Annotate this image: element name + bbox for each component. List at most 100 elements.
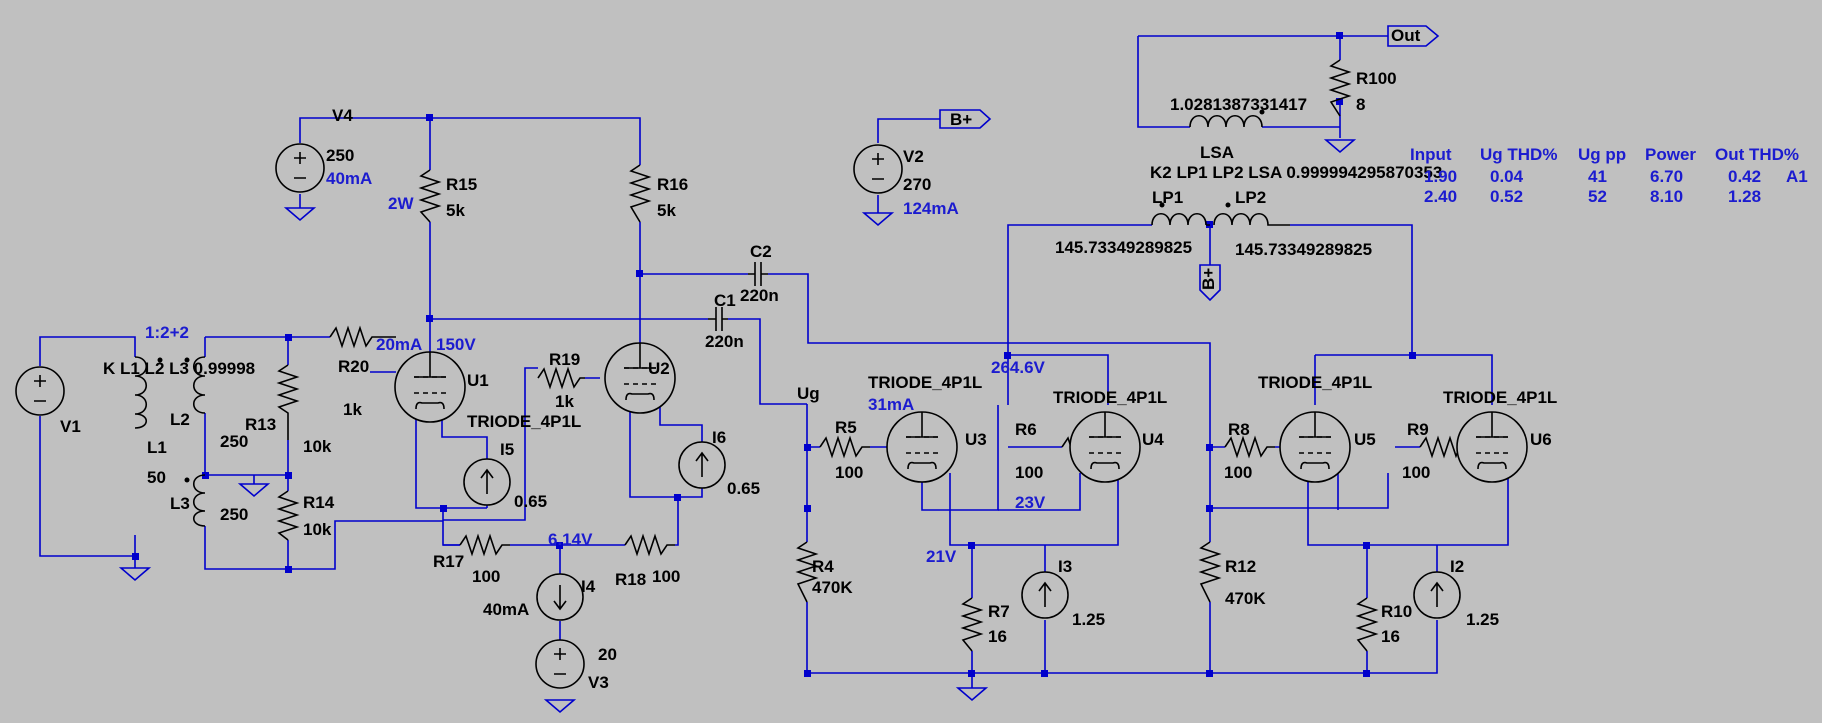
u1-triode [394,351,466,423]
lp2-label: LP2 [1235,188,1266,207]
results-row1-tag: A1 [1786,167,1808,186]
bplus-mid: B+ [1199,268,1218,290]
u3-label: U3 [965,430,987,449]
u4-triode [1069,411,1141,483]
node-6v: 6.14V [548,530,593,549]
r14-value: 10k [303,520,332,539]
lsa-value: 1.0281387331417 [1170,95,1307,114]
v4-source [275,143,325,193]
bplus-flag-top [939,109,992,129]
l1-symbol [134,356,148,429]
ground-symbols [120,139,1355,713]
results-header-ug-pp: Ug pp [1578,145,1626,164]
i6-source [678,441,726,489]
r9-value: 100 [1402,463,1430,482]
lsa-symbol [1189,114,1263,128]
r9-label: R9 [1407,420,1429,439]
ug-net: Ug [797,384,820,403]
r10-value: 16 [1381,627,1400,646]
v3-source [535,639,585,689]
r16-symbol [628,164,652,223]
i4-source [536,573,584,621]
v2-source [853,144,903,194]
r12-label: R12 [1225,557,1256,576]
r15-label: R15 [446,175,477,194]
i4-label: I4 [581,577,596,596]
u6-model: TRIODE_4P1L [1443,388,1557,407]
r20-value: 1k [343,400,362,419]
l2-value: 250 [220,432,248,451]
results-header-power: Power [1645,145,1696,164]
r16-value: 5k [657,201,676,220]
i4-value: 40mA [483,600,529,619]
wire-network [39,35,1509,674]
r18-value: 100 [652,567,680,586]
u5-triode [1279,411,1351,483]
net-flags [939,25,1440,302]
v2-label: V2 [903,147,924,166]
r6-value: 100 [1015,463,1043,482]
u5-model: TRIODE_4P1L [1258,373,1372,392]
r17-label: R17 [433,552,464,571]
u6-triode [1456,411,1528,483]
r5-value: 100 [835,463,863,482]
r10-symbol [1355,597,1379,652]
u3-model: TRIODE_4P1L [868,373,982,392]
results-table: Input Ug THD% Ug pp Power Out THD% 1.90 … [1410,145,1808,206]
v4-label: V4 [332,106,353,125]
results-row2-input: 2.40 [1424,187,1457,206]
l3-label: L3 [170,494,190,513]
i6-label: I6 [712,428,726,447]
u2-label: U2 [648,359,670,378]
i2-value: 1.25 [1466,610,1499,629]
r17-value: 100 [472,567,500,586]
r7-value: 16 [988,627,1007,646]
i3-label: I3 [1058,557,1072,576]
r13-value: 10k [303,437,332,456]
bplus-flag-mid [1199,264,1221,302]
v1-source [15,366,65,416]
r100-symbol [1328,59,1352,117]
i5-value: 0.65 [514,492,547,511]
r12-value: 470K [1225,589,1266,608]
u3-triode [886,411,958,483]
i6-value: 0.65 [727,479,760,498]
i3-value: 1.25 [1072,610,1105,629]
v1-label: V1 [60,417,81,436]
u1-current: 20mA [376,335,422,354]
r13-label: R13 [245,415,276,434]
results-header-input: Input [1410,145,1452,164]
v4-current: 40mA [326,169,372,188]
lp1-label: LP1 [1152,188,1183,207]
u1-label: U1 [467,371,489,390]
c1-label: C1 [714,291,736,310]
results-header-out-thd: Out THD% [1715,145,1799,164]
capacitors [708,262,768,331]
r8-symbol [1224,435,1275,459]
r100-value: 8 [1356,95,1365,114]
r7-symbol [960,597,984,652]
r8-label: R8 [1228,420,1250,439]
r15-power: 2W [388,194,414,213]
u5-label: U5 [1354,430,1376,449]
c2-value: 220n [740,286,779,305]
cathode-23v: 23V [1015,493,1046,512]
r16-label: R16 [657,175,688,194]
r15-value: 5k [446,201,465,220]
v2-value: 270 [903,175,931,194]
u4-label: U4 [1142,430,1164,449]
results-row2-power: 8.10 [1650,187,1683,206]
r5-label: R5 [835,418,857,437]
ratio-directive: 1:2+2 [145,323,189,342]
r17-symbol [459,533,510,557]
results-row1-power: 6.70 [1650,167,1683,186]
labels: V1 L1 50 L2 250 L3 250 R13 10k R14 10k 1… [60,26,1557,692]
r20-label: R20 [338,357,369,376]
i5-source [463,458,511,506]
u6-label: U6 [1530,430,1552,449]
results-row2-ug-pp: 52 [1588,187,1607,206]
inductors [134,109,1290,527]
cathode-21v: 21V [926,547,957,566]
r19-symbol [537,366,585,390]
